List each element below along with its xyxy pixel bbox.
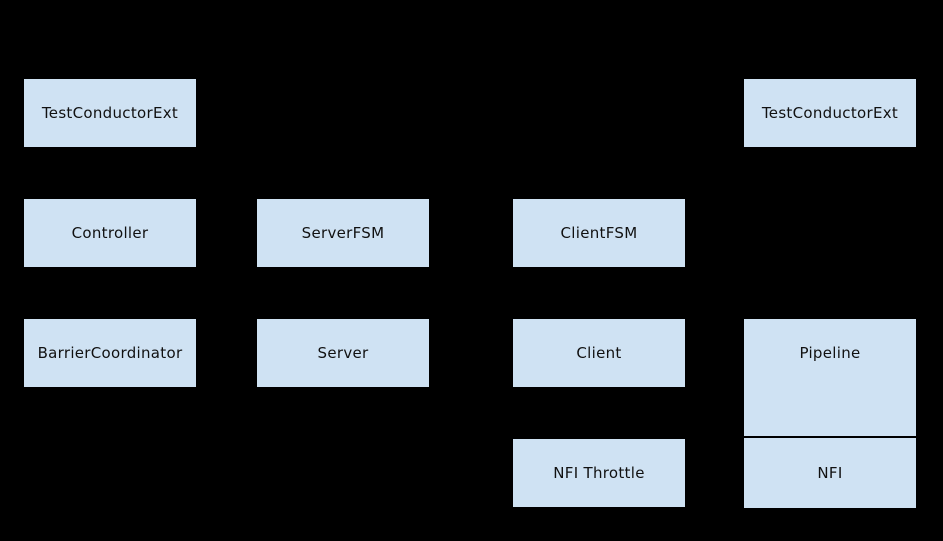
node-testconductorext-left: TestConductorExt bbox=[23, 78, 197, 148]
node-nfi-throttle: NFI Throttle bbox=[512, 438, 686, 508]
node-pipeline-label: Pipeline bbox=[799, 344, 861, 362]
node-client: Client bbox=[512, 318, 686, 388]
node-clientfsm: ClientFSM bbox=[512, 198, 686, 268]
node-serverfsm: ServerFSM bbox=[256, 198, 430, 268]
node-barriercoordinator: BarrierCoordinator bbox=[23, 318, 197, 388]
node-server: Server bbox=[256, 318, 430, 388]
node-pipeline: Pipeline bbox=[743, 318, 917, 437]
node-testconductorext-right: TestConductorExt bbox=[743, 78, 917, 148]
node-nfi: NFI bbox=[743, 437, 917, 509]
node-controller: Controller bbox=[23, 198, 197, 268]
